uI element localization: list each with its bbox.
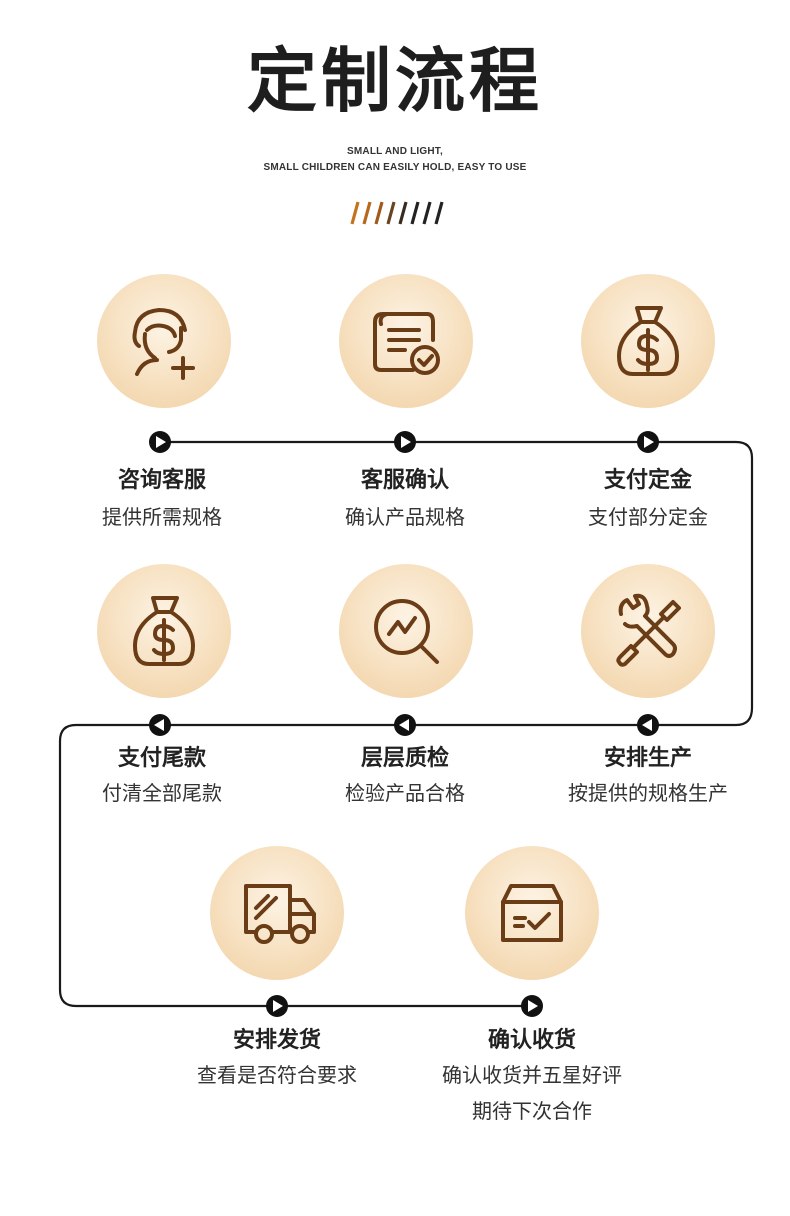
step-5-circle — [339, 564, 473, 698]
step-3-desc: 支付部分定金 — [588, 505, 708, 529]
step-4-circle — [97, 564, 231, 698]
step-4-title: 支付尾款 — [117, 746, 206, 771]
step-7-desc: 查看是否符合要求 — [197, 1063, 357, 1087]
step-8-desc-line2: 期待下次合作 — [472, 1099, 592, 1123]
step-6-circle — [581, 564, 715, 698]
money-bag-icon — [617, 306, 679, 376]
step-1-circle — [97, 274, 231, 408]
step-7-circle — [210, 846, 344, 980]
tools-icon — [616, 593, 681, 667]
arrow-right-icon — [521, 995, 543, 1017]
page-title: 定制流程 — [247, 40, 543, 122]
step-2-desc: 确认产品规格 — [345, 505, 465, 529]
subtitle-line-2: SMALL CHILDREN CAN EASILY HOLD, EASY TO … — [263, 162, 527, 173]
step-3-circle — [581, 274, 715, 408]
step-3-title: 支付定金 — [603, 468, 692, 493]
arrow-right-icon — [394, 431, 416, 453]
magnifier-chart-icon — [374, 599, 439, 664]
step-1-title: 咨询客服 — [117, 468, 206, 493]
delivery-truck-icon — [244, 884, 316, 944]
slash-divider — [350, 201, 444, 225]
arrow-right-icon — [149, 431, 171, 453]
arrow-right-icon — [266, 995, 288, 1017]
arrow-left-icon — [637, 714, 659, 736]
step-8-title: 确认收货 — [487, 1028, 576, 1053]
step-1-desc: 提供所需规格 — [102, 505, 222, 529]
step-5-title: 层层质检 — [360, 746, 449, 771]
step-7-title: 安排发货 — [232, 1028, 321, 1053]
step-2-circle — [339, 274, 473, 408]
arrow-right-icon — [637, 431, 659, 453]
subtitle-line-1: SMALL AND LIGHT, — [347, 146, 443, 157]
step-4-desc: 付清全部尾款 — [102, 781, 222, 805]
step-6-title: 安排生产 — [603, 746, 692, 771]
customer-service-icon — [132, 308, 195, 380]
step-2-title: 客服确认 — [360, 468, 449, 493]
document-check-icon — [373, 312, 440, 375]
arrow-left-icon — [394, 714, 416, 736]
step-8-circle — [465, 846, 599, 980]
step-6-desc: 按提供的规格生产 — [568, 781, 728, 805]
arrow-left-icon — [149, 714, 171, 736]
money-bag-icon — [133, 596, 195, 666]
box-check-icon — [501, 884, 563, 942]
step-5-desc: 检验产品合格 — [345, 781, 465, 805]
step-8-desc: 确认收货并五星好评 — [442, 1063, 622, 1087]
